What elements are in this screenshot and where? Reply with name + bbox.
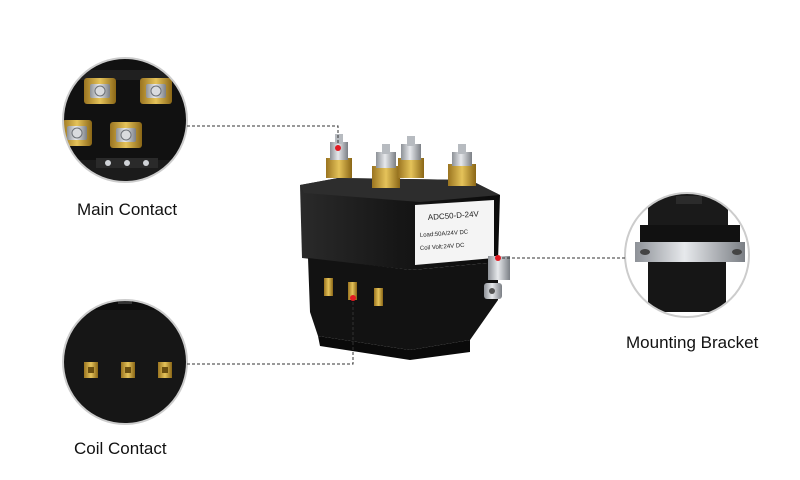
main-terminal-icon (110, 122, 142, 148)
main-terminal-icon (84, 78, 116, 104)
mounting-bracket-label: Mounting Bracket (626, 333, 759, 352)
stud-terminal-icon (448, 144, 476, 186)
solenoid-product: ADC50-D-24V Load:50A/24V DC Coil Volt:24… (300, 134, 510, 360)
coil-terminal-icon (84, 362, 98, 378)
mounting-bracket-zoom (624, 192, 750, 318)
label-load: Load:50A/24V DC (420, 230, 469, 239)
callout-dot-bracket (495, 255, 501, 261)
callout-dot-coil (350, 295, 356, 301)
label-coil-volt: Coil Volt:24V DC (420, 243, 466, 252)
main-terminal-icon (140, 78, 172, 104)
callout-dot-main (335, 145, 341, 151)
leader-main-contact (187, 125, 339, 146)
coil-terminal-icon (158, 362, 172, 378)
stud-terminal-icon (326, 134, 352, 178)
coil-terminal-icon (324, 278, 383, 306)
coil-contact-zoom (62, 299, 188, 425)
main-terminal-icon (63, 120, 92, 146)
coil-terminal-icon (121, 362, 135, 378)
label-model: ADC50-D-24V (428, 209, 480, 222)
main-contact-zoom (62, 57, 188, 183)
leader-lines (187, 125, 625, 365)
leader-coil-contact (187, 300, 354, 365)
main-contact-label: Main Contact (77, 200, 178, 219)
stud-terminal-icon (372, 144, 400, 188)
stud-terminal-icon (398, 136, 424, 178)
coil-contact-label: Coil Contact (74, 439, 167, 458)
bracket-tab-icon (484, 256, 510, 299)
